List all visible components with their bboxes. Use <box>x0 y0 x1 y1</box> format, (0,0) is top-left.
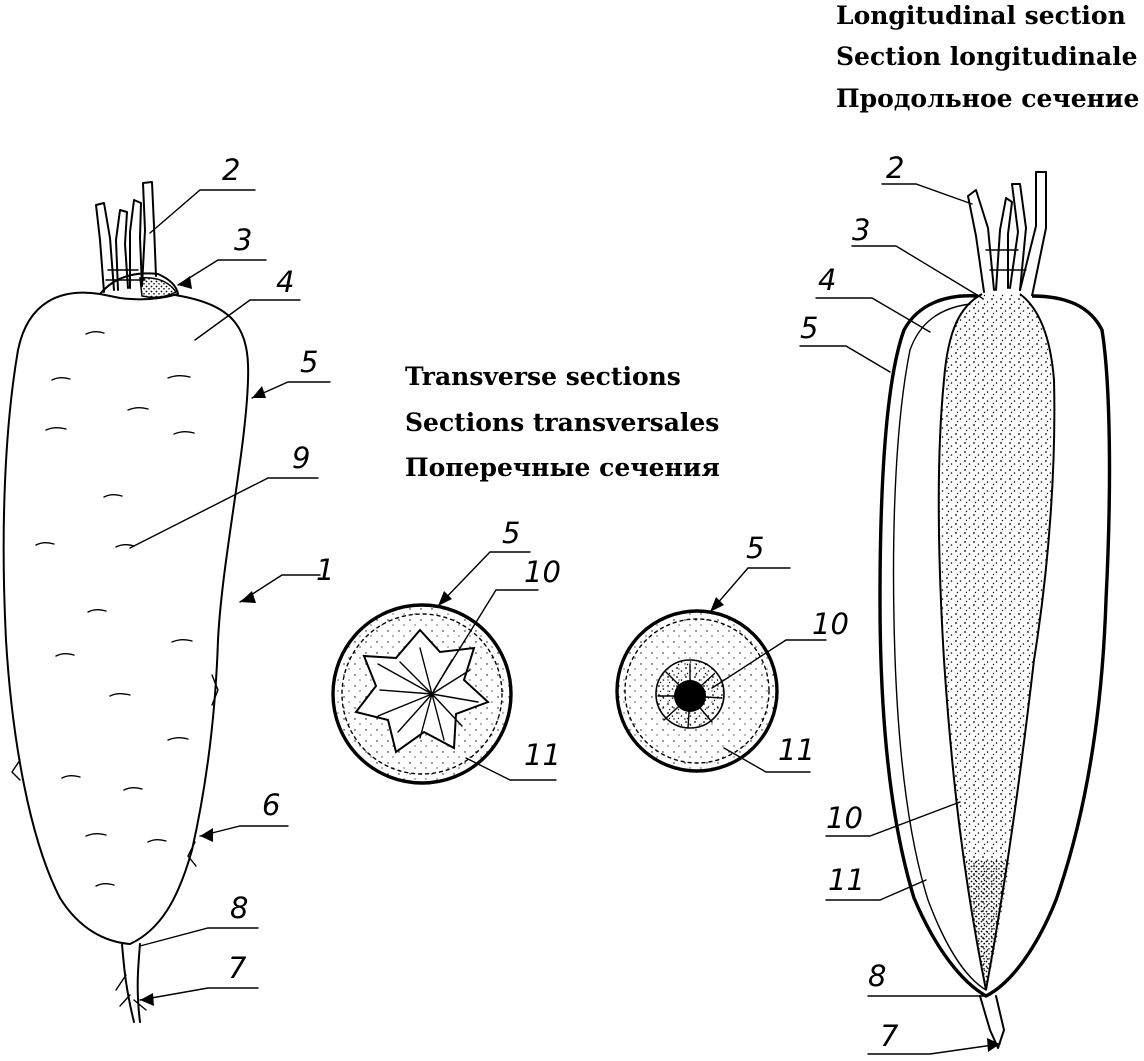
long-leader-7 <box>867 1043 1001 1055</box>
whole-label-2: 2 <box>222 153 240 187</box>
cross-section-a: 5 10 11 <box>331 516 561 785</box>
cross-b-label-10: 10 <box>812 607 849 641</box>
long-label-7: 7 <box>880 1019 899 1053</box>
cross-a-leader-10 <box>433 589 539 691</box>
long-leader-4 <box>815 297 931 333</box>
long-root-tail <box>979 995 1005 1049</box>
cross-b-leader-10 <box>711 639 827 689</box>
whole-label-5: 5 <box>300 345 318 379</box>
transverse-title-fr: Sections transversales <box>405 408 719 437</box>
cross-b-leader-5 <box>709 567 791 613</box>
cross-a-leader-5 <box>437 551 531 607</box>
cross-a-rind <box>341 613 503 775</box>
whole-rootlet-a <box>211 674 219 706</box>
whole-leader-lines <box>129 189 331 1001</box>
whole-leader-3 <box>177 259 267 286</box>
long-label-10: 10 <box>826 801 863 835</box>
cross-a-label-11: 11 <box>524 738 561 772</box>
whole-label-1: 1 <box>316 553 334 587</box>
long-leader-5 <box>799 345 891 373</box>
longitudinal-section: 2 3 4 5 10 11 8 7 <box>799 151 1112 1055</box>
cross-a-leader-11 <box>465 757 557 781</box>
whole-rootlet-b <box>11 759 21 781</box>
long-leader-lines <box>799 183 1001 1055</box>
long-core-lower <box>966 860 1010 990</box>
whole-leader-7 <box>139 987 259 1001</box>
whole-label-6: 6 <box>262 788 280 822</box>
whole-rootlet-c <box>187 841 197 867</box>
long-label-2: 2 <box>886 151 904 185</box>
transverse-title-ru: Поперечные сечения <box>405 453 720 482</box>
cross-a-arrow-5 <box>438 591 452 606</box>
longitudinal-title-en: Longitudinal section <box>836 1 1126 30</box>
whole-arrow-6 <box>200 828 213 842</box>
long-label-4: 4 <box>818 263 836 297</box>
whole-carrot-outline <box>2 291 250 945</box>
long-arrow-7 <box>987 1038 1000 1052</box>
long-rind-line <box>892 303 987 991</box>
long-leader-10 <box>825 801 961 837</box>
whole-leader-1 <box>239 574 321 603</box>
long-leader-11 <box>825 879 927 901</box>
whole-arrow-3 <box>178 276 192 289</box>
whole-root-tail <box>121 943 135 1023</box>
whole-label-9: 9 <box>292 441 310 475</box>
whole-surface-marks <box>35 331 195 887</box>
cross-a-star-core <box>354 628 490 754</box>
whole-label-4: 4 <box>276 265 294 299</box>
cross-section-b: 5 10 11 <box>615 531 849 773</box>
cross-b-rind <box>624 618 770 764</box>
cross-b-leader-11 <box>723 747 811 773</box>
long-leader-2 <box>881 183 973 205</box>
longitudinal-title-ru: Продольное сечение <box>836 84 1139 113</box>
long-label-3: 3 <box>852 213 870 247</box>
whole-label-7: 7 <box>228 951 247 985</box>
whole-arrow-1 <box>240 591 256 603</box>
long-label-11: 11 <box>828 863 865 897</box>
transverse-title: Transverse sections Sections transversal… <box>405 362 720 482</box>
longitudinal-title: Longitudinal section Section longitudina… <box>836 1 1139 113</box>
whole-leader-8 <box>139 927 259 947</box>
whole-leader-4 <box>194 299 301 341</box>
long-label-5: 5 <box>800 311 818 345</box>
whole-leader-9 <box>129 477 319 549</box>
longitudinal-title-fr: Section longitudinale <box>836 42 1138 71</box>
long-leaf-stalks <box>967 171 1047 297</box>
long-leader-3 <box>851 245 983 299</box>
whole-arrow-7 <box>140 993 154 1006</box>
cross-b-arrow-5 <box>710 597 724 612</box>
transverse-title-en: Transverse sections <box>405 362 681 391</box>
whole-arrow-5 <box>252 386 266 398</box>
cross-a-label-10: 10 <box>524 555 561 589</box>
whole-leaf-stalks <box>95 181 157 293</box>
cross-b-core-rays <box>657 663 723 729</box>
whole-carrot: 2 3 4 5 9 1 6 8 7 <box>2 153 334 1023</box>
whole-leader-2 <box>149 189 256 234</box>
cross-a-label-5: 5 <box>502 516 520 550</box>
whole-label-3: 3 <box>234 223 252 257</box>
whole-crown-dark <box>139 277 178 299</box>
whole-label-8: 8 <box>230 891 248 925</box>
cross-b-label-5: 5 <box>746 531 764 565</box>
whole-leader-6 <box>199 825 289 837</box>
whole-crown <box>99 272 179 301</box>
long-label-8: 8 <box>868 959 886 993</box>
cross-b-label-11: 11 <box>778 733 815 767</box>
